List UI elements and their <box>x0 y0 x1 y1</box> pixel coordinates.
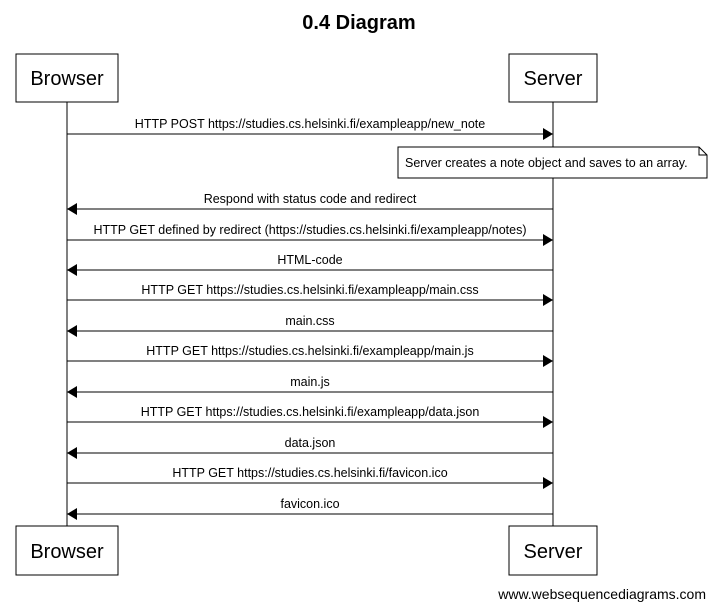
server-note: Server creates a note object and saves t… <box>397 146 708 179</box>
message-label: HTTP POST https://studies.cs.helsinki.fi… <box>135 117 485 131</box>
browser-actor-top: Browser <box>15 53 119 103</box>
diagram-title: 0.4 Diagram <box>302 12 415 34</box>
note-box <box>397 146 708 179</box>
server-actor-bottom: Server <box>508 525 598 576</box>
messages-group: HTTP POST https://studies.cs.helsinki.fi… <box>67 117 553 520</box>
message-label: HTTP GET https://studies.cs.helsinki.fi/… <box>146 344 473 358</box>
message-9: HTTP GET https://studies.cs.helsinki.fi/… <box>67 405 553 428</box>
message-label: Respond with status code and redirect <box>204 192 417 206</box>
message-label: HTML-code <box>277 253 342 267</box>
message-3: HTTP GET defined by redirect (https://st… <box>67 223 553 246</box>
message-4: HTML-code <box>67 253 553 276</box>
note-corner-fold <box>698 147 707 156</box>
message-label: favicon.ico <box>280 497 339 511</box>
message-label: main.js <box>290 375 330 389</box>
message-11: HTTP GET https://studies.cs.helsinki.fi/… <box>67 466 553 489</box>
browser-actor-bottom: Browser <box>15 525 119 576</box>
server-actor-top-label: Server <box>524 68 583 90</box>
browser-actor-top-label: Browser <box>30 68 104 90</box>
message-label: HTTP GET https://studies.cs.helsinki.fi/… <box>141 405 480 419</box>
note-text: Server creates a note object and saves t… <box>405 156 688 170</box>
footer-credit[interactable]: www.websequencediagrams.com <box>497 586 706 602</box>
message-1: HTTP POST https://studies.cs.helsinki.fi… <box>67 117 553 140</box>
message-label: main.css <box>285 314 334 328</box>
message-6: main.css <box>67 314 553 337</box>
message-8: main.js <box>67 375 553 398</box>
message-label: data.json <box>285 436 336 450</box>
server-actor-top: Server <box>508 53 598 103</box>
message-label: HTTP GET https://studies.cs.helsinki.fi/… <box>141 283 478 297</box>
browser-actor-bottom-label: Browser <box>30 541 104 563</box>
message-7: HTTP GET https://studies.cs.helsinki.fi/… <box>67 344 553 367</box>
message-label: HTTP GET https://studies.cs.helsinki.fi/… <box>172 466 447 480</box>
message-10: data.json <box>67 436 553 459</box>
message-label: HTTP GET defined by redirect (https://st… <box>93 223 526 237</box>
message-5: HTTP GET https://studies.cs.helsinki.fi/… <box>67 283 553 306</box>
message-12: favicon.ico <box>67 497 553 520</box>
server-actor-bottom-label: Server <box>524 541 583 563</box>
message-2: Respond with status code and redirect <box>67 192 553 215</box>
